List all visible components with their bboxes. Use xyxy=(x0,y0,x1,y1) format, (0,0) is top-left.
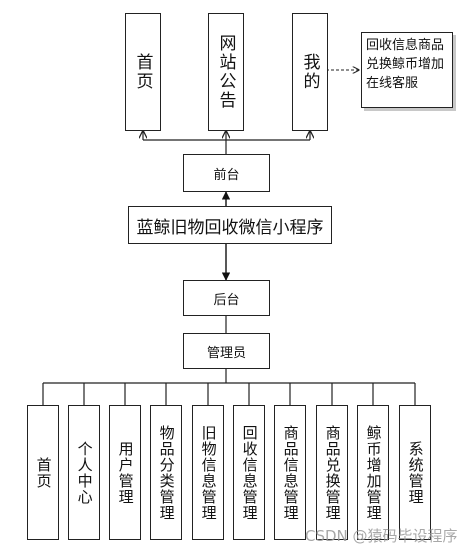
top-node-mine-label: 我的 xyxy=(299,53,320,91)
bottom-node-category-mgmt-label: 物品分类管理 xyxy=(157,424,176,521)
watermark: CSDN @猿码毕设程序 xyxy=(305,527,458,545)
backend-label: 后台 xyxy=(213,292,240,308)
admin-node: 管理员 xyxy=(183,333,270,369)
backend-node: 后台 xyxy=(183,280,270,316)
bottom-node-system-mgmt-label: 系统管理 xyxy=(406,440,425,505)
bottom-node-product-info-mgmt: 商品信息管理 xyxy=(274,405,306,540)
bottom-node-old-item-mgmt-label: 旧物信息管理 xyxy=(199,424,218,521)
bottom-node-user-mgmt-label: 用户管理 xyxy=(116,440,135,505)
top-node-announcement: 网站公告 xyxy=(208,13,244,131)
bottom-node-exchange-mgmt: 商品兑换管理 xyxy=(316,405,348,540)
bottom-node-personal-center: 个人中心 xyxy=(68,405,100,540)
top-node-home-label: 首页 xyxy=(132,53,153,91)
bottom-node-home-label: 首页 xyxy=(34,456,53,489)
bottom-node-system-mgmt: 系统管理 xyxy=(399,405,431,540)
bottom-node-user-mgmt: 用户管理 xyxy=(109,405,141,540)
bottom-node-coin-mgmt: 鲸币增加管理 xyxy=(357,405,389,540)
bottom-node-product-info-mgmt-label: 商品信息管理 xyxy=(281,424,300,521)
bottom-node-coin-mgmt-label: 鲸币增加管理 xyxy=(364,424,383,521)
bottom-node-recycle-mgmt-label: 回收信息管理 xyxy=(240,424,259,521)
admin-label: 管理员 xyxy=(206,345,246,361)
bottom-node-personal-center-label: 个人中心 xyxy=(75,440,94,505)
top-node-home: 首页 xyxy=(125,13,161,131)
top-node-announcement-label: 网站公告 xyxy=(215,34,236,110)
app-title: 蓝鲸旧物回收微信小程序 xyxy=(136,217,324,238)
bottom-node-category-mgmt: 物品分类管理 xyxy=(150,405,182,540)
bottom-node-home: 首页 xyxy=(27,405,59,540)
bottom-node-recycle-mgmt: 回收信息管理 xyxy=(233,405,265,540)
frontend-node: 前台 xyxy=(183,154,270,192)
bottom-node-exchange-mgmt-label: 商品兑换管理 xyxy=(323,424,342,521)
top-node-mine: 我的 xyxy=(292,13,328,131)
app-title-node: 蓝鲸旧物回收微信小程序 xyxy=(128,206,332,244)
mine-note: 回收信息商品兑换鲸币增加在线客服 xyxy=(361,32,453,108)
frontend-label: 前台 xyxy=(213,167,240,183)
bottom-node-old-item-mgmt: 旧物信息管理 xyxy=(192,405,224,540)
